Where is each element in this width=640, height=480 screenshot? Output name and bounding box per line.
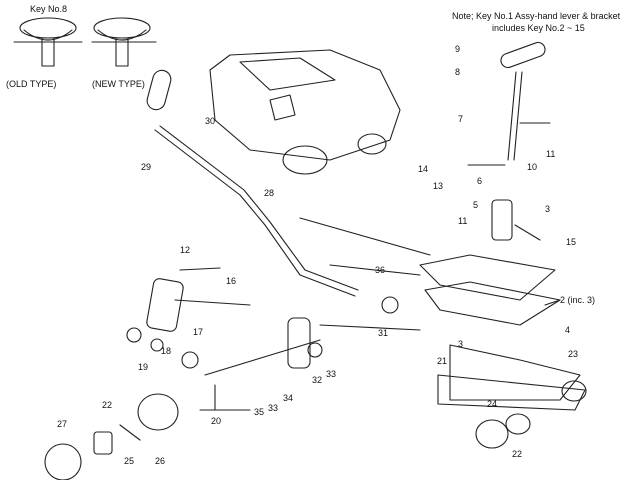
key-note-label: Key No.8 bbox=[30, 4, 67, 14]
callout-29: 29 bbox=[141, 162, 151, 172]
callout-33b: 33 bbox=[268, 403, 278, 413]
callout-11b: 11 bbox=[458, 216, 467, 226]
callout-34: 34 bbox=[283, 393, 293, 403]
note-line-2: includes Key No.2 ~ 15 bbox=[492, 23, 585, 33]
bottom-parts bbox=[44, 374, 587, 480]
lower-linkage bbox=[126, 267, 399, 376]
callout-33a: 33 bbox=[326, 369, 336, 379]
callout-12: 12 bbox=[180, 245, 190, 255]
callout-20: 20 bbox=[211, 416, 221, 426]
shift-rod bbox=[146, 69, 359, 297]
callout-8: 8 bbox=[455, 67, 460, 77]
callout-15: 15 bbox=[566, 237, 576, 247]
callout-9: 9 bbox=[455, 44, 460, 54]
callout-24: 24 bbox=[487, 399, 497, 409]
callout-28: 28 bbox=[264, 188, 274, 198]
callout-labels: 2 (inc. 3) 3 3 4 5 6 7 8 9 10 11 11 12 1… bbox=[57, 44, 595, 466]
callout-7: 7 bbox=[458, 114, 463, 124]
note-line-1: Note; Key No.1 Assy-hand lever & bracket bbox=[452, 11, 621, 21]
callout-5: 5 bbox=[473, 200, 478, 210]
callout-25: 25 bbox=[124, 456, 134, 466]
note-text: Note; Key No.1 Assy-hand lever & bracket… bbox=[452, 10, 636, 34]
callout-26: 26 bbox=[155, 456, 165, 466]
callout-4: 4 bbox=[565, 325, 570, 335]
callout-14: 14 bbox=[418, 164, 428, 174]
callout-36: 36 bbox=[375, 265, 385, 275]
callout-35: 35 bbox=[254, 407, 264, 417]
callout-32: 32 bbox=[312, 375, 322, 385]
car-sketch bbox=[209, 49, 401, 175]
callout-22a: 22 bbox=[102, 400, 112, 410]
callout-13: 13 bbox=[433, 181, 443, 191]
callout-11a: 11 bbox=[546, 149, 555, 159]
callout-30: 30 bbox=[205, 116, 215, 126]
new-type-label: (NEW TYPE) bbox=[92, 79, 145, 89]
callout-16: 16 bbox=[226, 276, 236, 286]
callout-31: 31 bbox=[378, 328, 388, 338]
callout-3b: 3 bbox=[458, 339, 463, 349]
callout-2: 2 (inc. 3) bbox=[560, 295, 595, 305]
hand-lever-assembly bbox=[419, 41, 581, 401]
callout-10: 10 bbox=[527, 162, 537, 172]
callout-21: 21 bbox=[437, 356, 447, 366]
old-type-label: (OLD TYPE) bbox=[6, 79, 56, 89]
callout-3a: 3 bbox=[545, 204, 550, 214]
callout-19: 19 bbox=[138, 362, 148, 372]
leader-lines bbox=[199, 122, 561, 411]
callout-6: 6 bbox=[477, 176, 482, 186]
callout-27: 27 bbox=[57, 419, 67, 429]
knob-variants: Key No.8 (OLD TYPE) (NEW TYPE) bbox=[6, 4, 157, 89]
callout-18: 18 bbox=[161, 346, 171, 356]
callout-17: 17 bbox=[193, 327, 203, 337]
callout-23: 23 bbox=[568, 349, 578, 359]
callout-22b: 22 bbox=[512, 449, 522, 459]
